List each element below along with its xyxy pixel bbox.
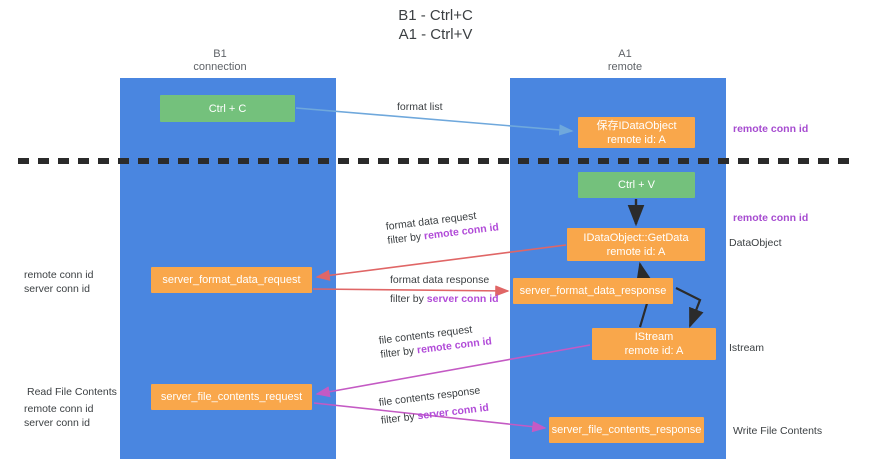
column-header-b1: B1 connection [193, 48, 247, 73]
node-server-file-contents-response[interactable]: server_file_contents_response [549, 417, 704, 443]
annotation-left-remote-conn-id: remote conn id [24, 269, 94, 281]
node-ctrl-v[interactable]: Ctrl + V [578, 172, 695, 198]
node-server-format-data-response-label: server_format_data_response [519, 285, 667, 297]
node-server-format-data-request-label: server_format_data_request [162, 274, 301, 286]
node-ctrl-c-label: Ctrl + C [208, 102, 247, 115]
annotation-right-istream: Istream [729, 342, 765, 354]
edge-label-format-list-text: format list [397, 101, 443, 113]
node-istream-line1: IStream [634, 331, 674, 343]
edge-label-format-data-response-filter: filter by server conn id [390, 292, 499, 306]
node-server-file-contents-request-label: server_file_contents_request [160, 391, 303, 403]
node-server-file-contents-response-label: server_file_contents_response [551, 424, 702, 436]
node-idataobject-store[interactable]: 保存IDataObject remote id: A [578, 117, 695, 148]
annotation-left-remote-conn-id-2: remote conn id [24, 403, 94, 415]
annotation-right-dataobject: DataObject [729, 237, 782, 249]
annotation-left-read-file-contents: Read File Contents [27, 386, 117, 398]
edge-label-format-data-request: format data request filter by remote con… [385, 206, 500, 247]
node-server-file-contents-request[interactable]: server_file_contents_request [151, 384, 312, 410]
filter-prefix: filter by [390, 293, 427, 305]
node-istream[interactable]: IStream remote id: A [592, 328, 716, 360]
page-title: B1 - Ctrl+C A1 - Ctrl+V [398, 7, 473, 43]
edge-label-format-list: format list [397, 100, 443, 114]
node-server-format-data-response[interactable]: server_format_data_response [513, 278, 673, 304]
node-idataobject-getdata[interactable]: IDataObject::GetData remote id: A [567, 228, 705, 261]
node-getdata-line2: remote id: A [606, 245, 666, 258]
filter-prefix: filter by [380, 410, 419, 427]
annotation-left-server-conn-id-2: server conn id [24, 417, 90, 429]
node-idataobject-line2: remote id: A [607, 133, 666, 146]
node-idataobject-line1: 保存IDataObject [596, 119, 677, 132]
filter-key-server-conn-id: server conn id [416, 401, 490, 423]
node-getdata-line1: IDataObject::GetData [583, 231, 689, 244]
edge-label-format-data-response: format data response filter by server co… [390, 273, 499, 306]
node-server-format-data-request[interactable]: server_format_data_request [151, 267, 312, 293]
edge-label-file-contents-response: file contents response filter by server … [378, 383, 490, 428]
annotation-left-server-conn-id: server conn id [24, 283, 90, 295]
edge-label-format-data-response-text: format data response [390, 274, 490, 286]
node-ctrl-v-label: Ctrl + V [618, 179, 655, 191]
annotation-right-remote-conn-id-mid: remote conn id [733, 212, 809, 224]
node-istream-line2: remote id: A [624, 345, 684, 357]
node-ctrl-c[interactable]: Ctrl + C [160, 95, 295, 122]
filter-prefix: filter by [386, 230, 425, 247]
annotation-left-conn-ids-top: remote conn id server conn id [24, 268, 93, 296]
column-header-a1: A1 remote [607, 48, 643, 73]
filter-key-server-conn-id: server conn id [426, 293, 499, 305]
edge-label-file-contents-request: file contents request filter by remote c… [378, 320, 493, 361]
annotation-right-write-file-contents: Write File Contents [733, 425, 823, 437]
annotation-left-conn-ids-bottom: remote conn id server conn id [24, 402, 93, 430]
annotation-right-remote-conn-id-top: remote conn id [733, 123, 809, 135]
filter-prefix: filter by [379, 344, 418, 361]
